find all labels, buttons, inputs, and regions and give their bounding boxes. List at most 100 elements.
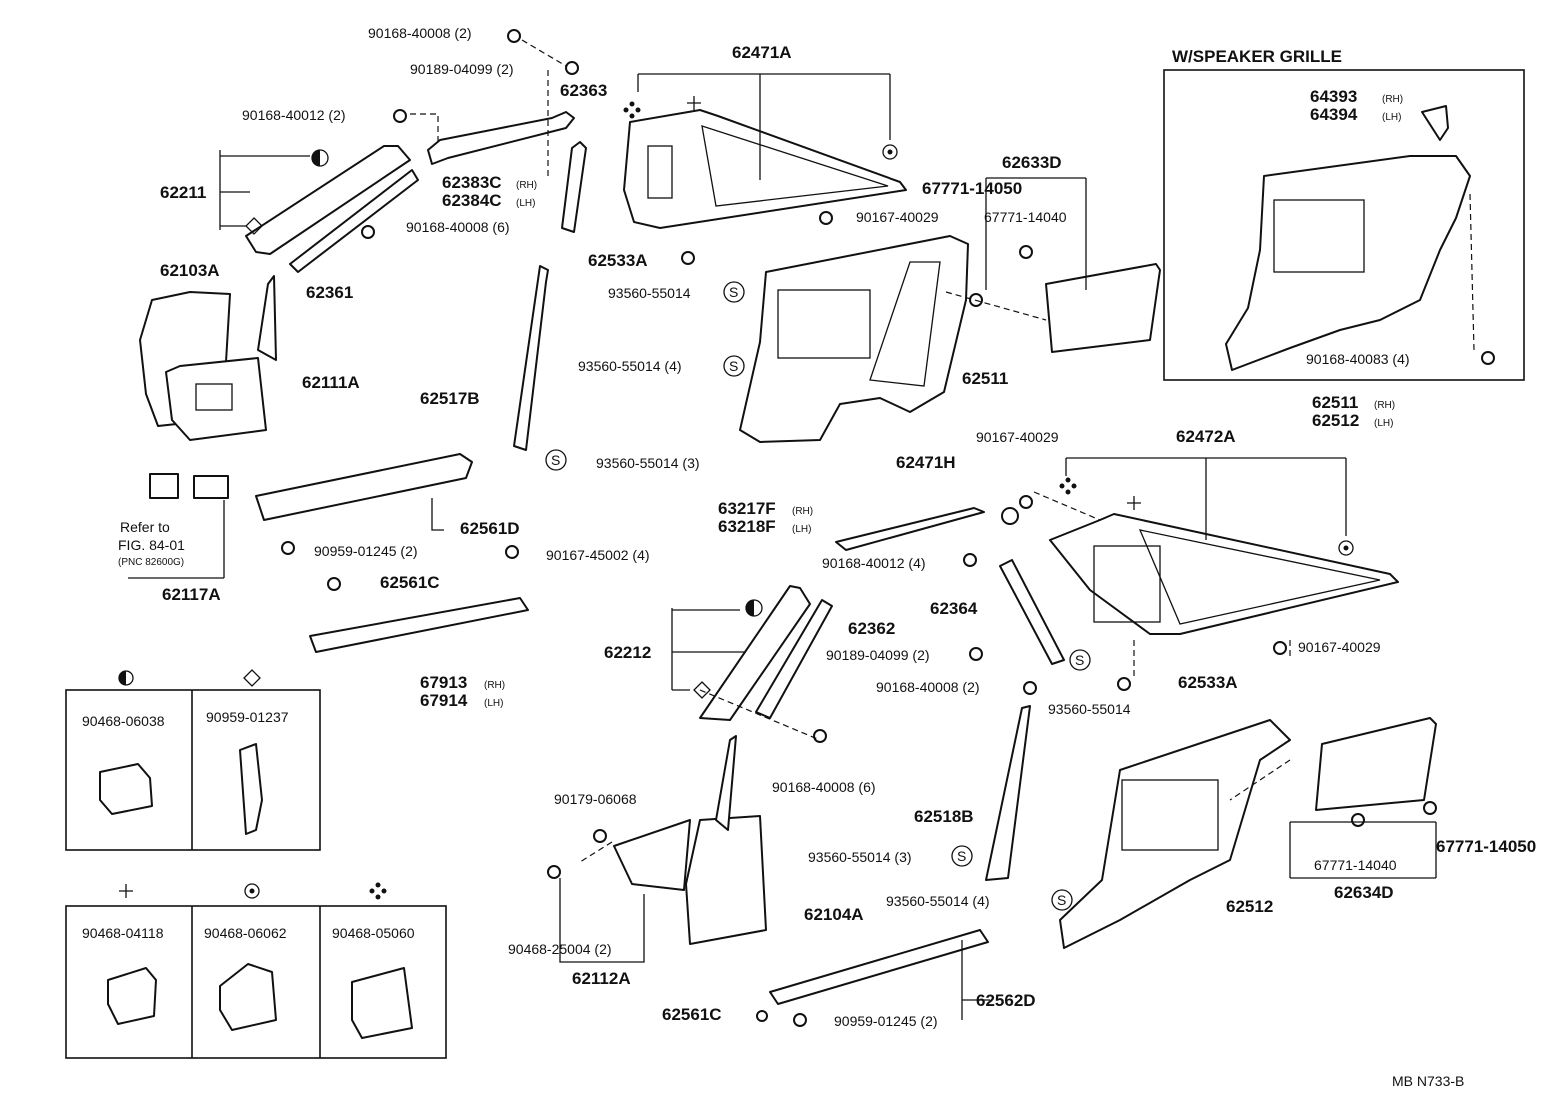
part-62117a-pad-1 [149, 473, 179, 499]
label-62471h: 62471H [896, 453, 956, 472]
legend-part-90468-06038: 90468-06038 [82, 713, 165, 729]
part-62212 [699, 585, 811, 721]
label-90189-04099-2b: 90189-04099 (2) [826, 647, 930, 663]
part-62511-rh-window [1273, 199, 1365, 273]
fastener-group [281, 29, 1495, 1027]
label-67913-rh: (RH) [484, 680, 505, 691]
label-64393: 64393 [1310, 87, 1357, 106]
svg-text:S: S [957, 848, 966, 864]
label-90959-01245-2b: 90959-01245 (2) [834, 1013, 938, 1029]
label-62512: 62512 [1226, 897, 1273, 916]
label-63218f: 63218F [718, 517, 776, 536]
label-64393-rh: (RH) [1382, 94, 1403, 105]
part-62363 [561, 141, 587, 233]
ring-icon [1338, 540, 1354, 556]
part-62633d [1045, 263, 1161, 353]
ring-icon [882, 144, 898, 160]
legend-part-90468-04118: 90468-04118 [82, 925, 164, 941]
part-62634d [1315, 717, 1437, 811]
label-67914-lh: (LH) [484, 698, 503, 709]
label-62562d: 62562D [976, 991, 1036, 1010]
part-62471a [623, 109, 907, 229]
label-67771-14050b: 67771-14050 [1436, 837, 1536, 856]
label-62361: 62361 [306, 283, 353, 302]
clip-90468-04118 [107, 967, 157, 1025]
part-62104a-strip [715, 735, 737, 831]
part-62562d [769, 929, 989, 1005]
label-93560-55014b: 93560-55014 [1048, 701, 1131, 717]
label-67771-14040b: 67771-14040 [1314, 857, 1397, 873]
svg-text:S: S [729, 284, 738, 300]
label-93560-55014-4a: 93560-55014 (4) [578, 358, 682, 374]
label-90167-40029a: 90167-40029 [856, 209, 939, 225]
legend-part-90468-05060: 90468-05060 [332, 925, 415, 941]
part-62364 [999, 559, 1065, 665]
label-62384c: 62384C [442, 191, 502, 210]
half-circle-fill [119, 671, 126, 685]
part-62111a-window [195, 383, 233, 411]
label-90959-01245-2a: 90959-01245 (2) [314, 543, 418, 559]
label-63217f-rh: (RH) [792, 506, 813, 517]
legend-bottom [65, 882, 447, 1059]
label-62211: 62211 [160, 183, 206, 202]
ring-icon-inner [249, 888, 255, 894]
label-62518b: 62518B [914, 807, 974, 826]
clip-90468-05060 [351, 967, 413, 1039]
part-62561d [255, 453, 473, 521]
part-62111a-strip [257, 275, 277, 361]
diamond-icon [245, 217, 263, 235]
part-62361 [289, 169, 419, 273]
label-62511: 62511 [962, 369, 1008, 388]
part-labels: 90168-40008 (2) 90189-04099 (2) 90168-40… [82, 25, 1536, 1089]
label-90168-40012-4: 90168-40012 (4) [822, 555, 926, 571]
four-dots-icon [623, 101, 1077, 495]
label-62103a: 62103A [160, 261, 220, 280]
part-62471h [1001, 507, 1019, 525]
symbol-markers [245, 96, 1354, 699]
label-90168-40008-2: 90168-40008 (2) [368, 25, 472, 41]
label-63217f: 63217F [718, 499, 776, 518]
label-62561c-b: 62561C [662, 1005, 722, 1024]
label-62561d: 62561D [460, 519, 520, 538]
part-62471a-slot [647, 145, 673, 199]
clip-90959-01237 [239, 743, 263, 835]
label-62561c-a: 62561C [380, 573, 440, 592]
label-90168-40012-2: 90168-40012 (2) [242, 107, 346, 123]
svg-text:S: S [1075, 652, 1084, 668]
label-62383c: 62383C [442, 173, 502, 192]
four-dots-icon [369, 882, 387, 900]
label-62517b: 62517B [420, 389, 480, 408]
speaker-grille-box [1163, 69, 1525, 381]
part-62112a [613, 819, 691, 891]
part-62104a [685, 815, 767, 945]
label-90168-40008-6b: 90168-40008 (6) [772, 779, 876, 795]
label-fig: FIG. 84-01 [118, 537, 185, 553]
part-62511-rh [1225, 155, 1471, 371]
label-64394-lh: (LH) [1382, 112, 1401, 123]
label-90168-40008-2b: 90168-40008 (2) [876, 679, 980, 695]
s-markers: S S S S S S [545, 281, 1091, 911]
label-67771-14050a: 67771-14050 [922, 179, 1022, 198]
label-mb: MB N733-B [1392, 1073, 1464, 1089]
part-62471a-window [701, 125, 889, 207]
label-62512b: 62512 [1312, 411, 1359, 430]
label-64394: 64394 [1310, 105, 1358, 124]
part-62211 [245, 145, 411, 255]
label-62533a-b: 62533A [1178, 673, 1238, 692]
label-90167-40029b: 90167-40029 [976, 429, 1059, 445]
svg-text:S: S [1057, 892, 1066, 908]
label-90468-25004-2: 90468-25004 (2) [508, 941, 612, 957]
part-62518b [985, 705, 1031, 881]
part-62517b [513, 265, 549, 451]
label-62511b-rh: (RH) [1374, 400, 1395, 411]
label-pnc: (PNC 82600G) [118, 557, 184, 568]
cross-icon [119, 884, 133, 898]
part-62362 [755, 599, 833, 719]
part-67913 [309, 597, 529, 653]
svg-text:S: S [729, 358, 738, 374]
label-62512b-lh: (LH) [1374, 418, 1393, 429]
part-62512 [1059, 719, 1291, 949]
label-62634d: 62634D [1334, 883, 1394, 902]
svg-text:S: S [551, 452, 560, 468]
